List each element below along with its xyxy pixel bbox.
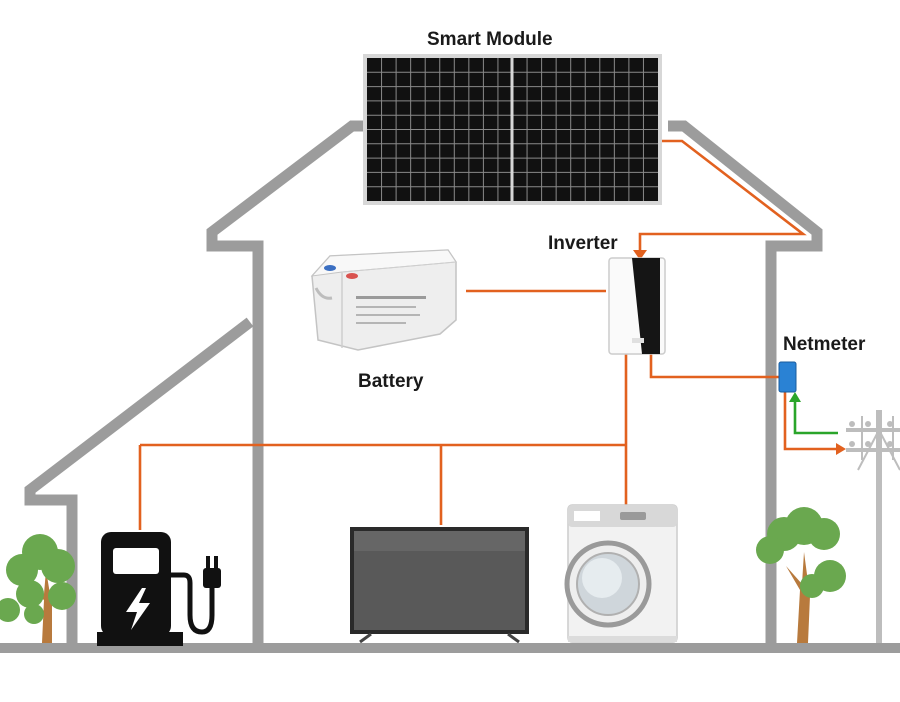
power-wiring [138,139,836,530]
grid-import-arrow [789,392,801,402]
lightning-bolt-icon [126,588,150,630]
ev-charger-icon [97,532,221,646]
battery-label: Battery [358,371,424,392]
plug-icon [203,556,221,588]
inverter-input-arrow [633,250,647,260]
inverter-label: Inverter [548,233,618,254]
smart-module-label: Smart Module [427,29,553,50]
netmeter [778,361,797,393]
battery-negative-terminal [346,273,358,279]
grid-export-arrow [836,443,846,455]
ground-line [0,643,900,653]
television [350,527,529,644]
house-outline [24,120,823,650]
inverter [608,257,666,355]
netmeter-label: Netmeter [783,334,866,355]
utility-pole [846,410,900,643]
solar-panel [363,54,662,205]
washing-machine [564,504,678,643]
tree-right [756,507,846,643]
tree-left [0,534,76,643]
netmeter-to-grid-wire [783,392,836,451]
grid-import-wire [793,400,838,435]
battery [310,249,457,351]
panel-to-inverter-wire [638,139,807,252]
inverter-to-netmeter-wire [649,352,779,379]
battery-positive-terminal [324,265,336,271]
